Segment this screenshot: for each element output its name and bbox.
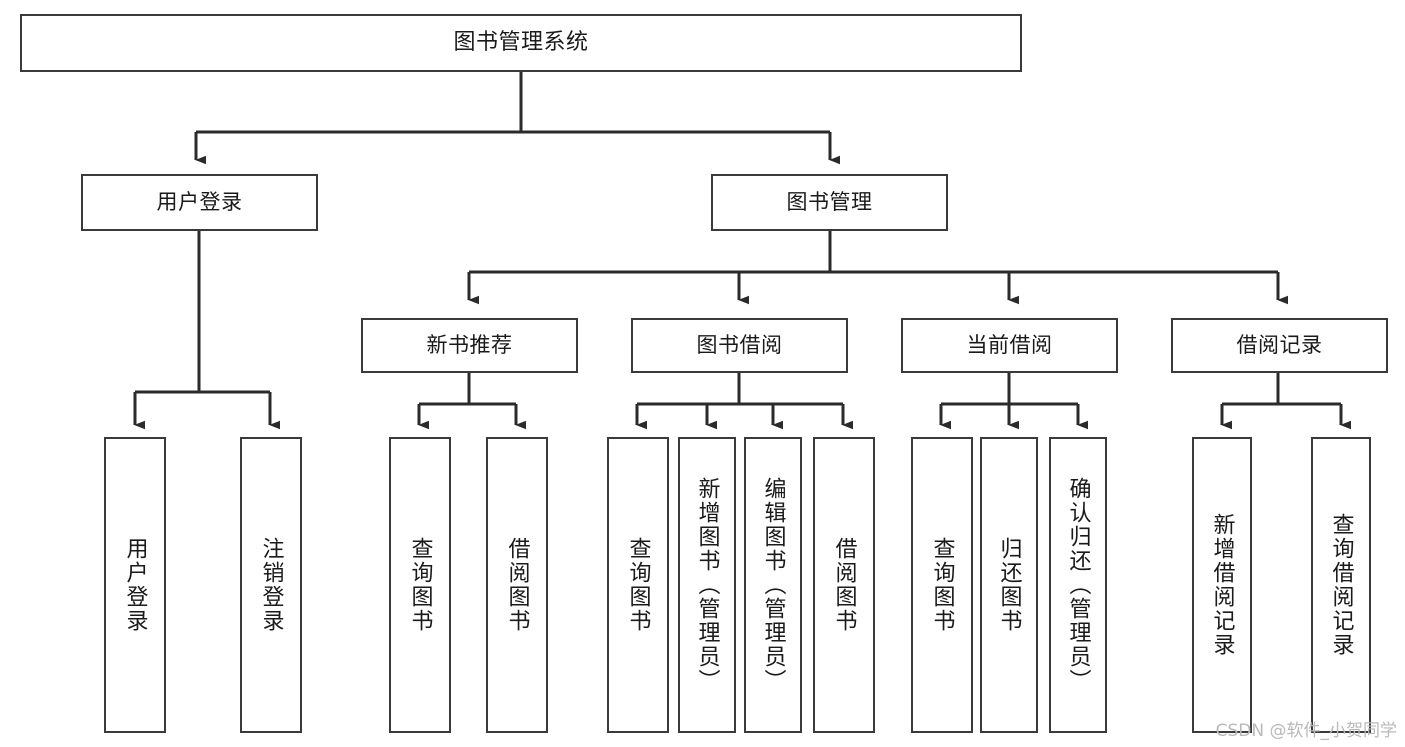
node-root-system[interactable]: 图书管理系统 [20,14,1022,72]
node-leaf-query-book-recommend[interactable]: 查询图书 [389,437,451,733]
node-label: 借阅图书 [504,537,530,633]
node-leaf-logout[interactable]: 注销登录 [240,437,302,733]
node-user-login[interactable]: 用户登录 [81,174,318,231]
node-leaf-edit-book-admin[interactable]: 编辑图书（管理员） [744,437,802,733]
node-label: 用户登录 [156,190,243,215]
node-label: 注销登录 [258,537,284,633]
node-label: 借阅记录 [1236,333,1323,358]
node-label: 查询图书 [407,537,433,633]
node-leaf-borrow-book-recommend[interactable]: 借阅图书 [486,437,548,733]
node-label: 用户登录 [122,537,148,633]
node-label: 新书推荐 [426,333,513,358]
node-book-borrow[interactable]: 图书借阅 [631,318,848,373]
node-label: 归还图书 [996,537,1022,633]
node-label: 查询借阅记录 [1328,513,1354,657]
node-leaf-user-login[interactable]: 用户登录 [104,437,166,733]
node-leaf-add-book-admin[interactable]: 新增图书（管理员） [678,437,736,733]
node-borrow-record[interactable]: 借阅记录 [1171,318,1388,373]
node-leaf-query-borrow-record[interactable]: 查询借阅记录 [1311,437,1371,733]
node-label: 借阅图书 [831,537,857,633]
node-new-book-recommend[interactable]: 新书推荐 [361,318,578,373]
node-label: 当前借阅 [966,333,1053,358]
node-label: 新增图书（管理员） [694,477,720,693]
node-current-borrow[interactable]: 当前借阅 [901,318,1118,373]
node-leaf-query-book-current[interactable]: 查询图书 [911,437,973,733]
node-label: 图书借阅 [696,333,783,358]
node-label: 图书管理系统 [453,30,589,56]
node-label: 确认归还（管理员） [1065,477,1091,693]
node-leaf-confirm-return-admin[interactable]: 确认归还（管理员） [1049,437,1107,733]
node-label: 查询图书 [625,537,651,633]
node-label: 新增借阅记录 [1209,513,1235,657]
node-label: 查询图书 [929,537,955,633]
node-label: 编辑图书（管理员） [760,477,786,693]
node-label: 图书管理 [786,190,873,215]
node-book-management[interactable]: 图书管理 [711,174,948,231]
node-leaf-borrow-book[interactable]: 借阅图书 [813,437,875,733]
node-leaf-add-borrow-record[interactable]: 新增借阅记录 [1192,437,1252,733]
node-leaf-return-book[interactable]: 归还图书 [980,437,1038,733]
node-leaf-query-book-borrow[interactable]: 查询图书 [607,437,669,733]
